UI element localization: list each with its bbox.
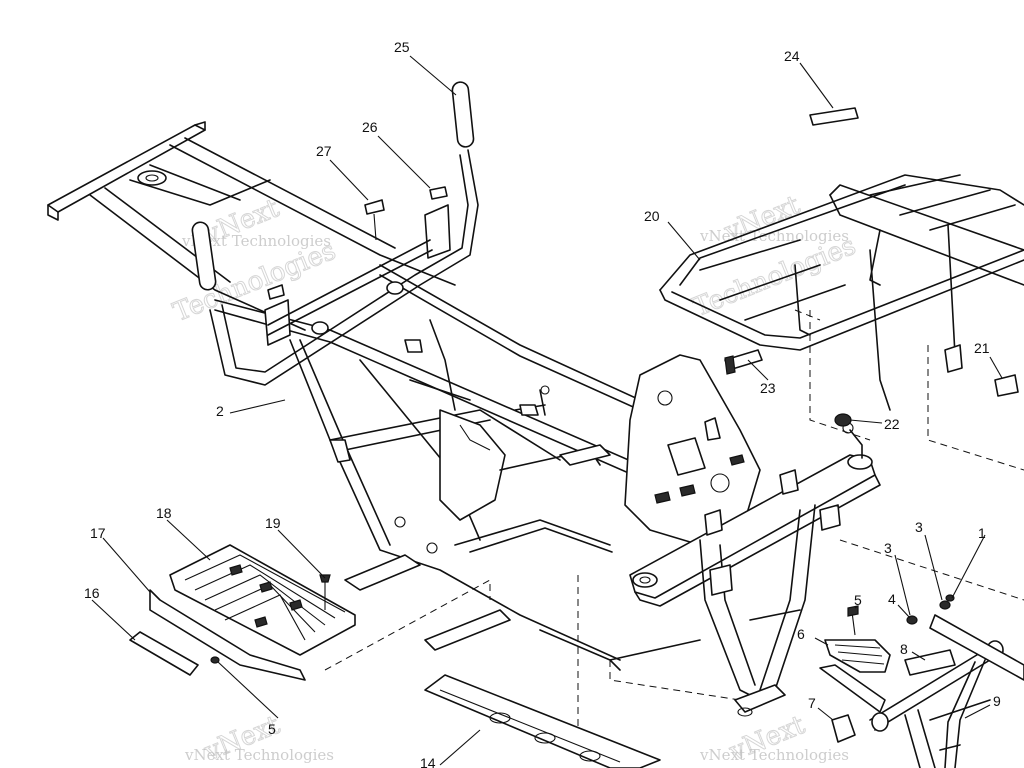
- grab-bar-assembly: [191, 81, 479, 386]
- callout-9: 9: [993, 693, 1001, 709]
- callout-5-left: 5: [268, 721, 276, 737]
- main-frame: [47, 121, 881, 717]
- rear-rack-20: [659, 107, 1024, 411]
- watermark-bottom-right: vNext vNext Technologies: [699, 709, 849, 768]
- decal-8: [904, 649, 956, 676]
- skid-plate-14: [424, 674, 661, 768]
- bolt-21: [994, 374, 1019, 397]
- footrest-18: [169, 544, 356, 656]
- decal-24: [809, 107, 859, 126]
- rear-step-assembly: [819, 594, 1024, 768]
- callout-22: 22: [884, 416, 900, 432]
- watermark-text: vNext Technologies: [699, 227, 849, 245]
- callout-20: 20: [644, 208, 660, 224]
- callout-7: 7: [808, 695, 816, 711]
- callout-23: 23: [760, 380, 776, 396]
- watermark-text: vNext Technologies: [184, 746, 334, 764]
- callout-1: 1: [978, 525, 986, 541]
- grip-25: [451, 81, 475, 148]
- nut-22: [834, 413, 852, 427]
- callout-25: 25: [394, 39, 410, 55]
- callout-17: 17: [90, 525, 106, 541]
- callout-19: 19: [265, 515, 281, 531]
- grip-left: [191, 221, 217, 291]
- callout-3-lower: 3: [884, 540, 892, 556]
- knob-27: [364, 199, 385, 215]
- strip-16: [129, 631, 199, 676]
- callout-27: 27: [316, 143, 332, 159]
- footrest-assembly: [129, 544, 356, 681]
- watermark-bottom-left: vNext vNext Technologies: [184, 709, 334, 768]
- callout-3-upper: 3: [915, 519, 923, 535]
- callout-21: 21: [974, 340, 990, 356]
- footrest-rail-17: [149, 589, 306, 681]
- callout-5-right: 5: [854, 592, 862, 608]
- callout-4: 4: [888, 591, 896, 607]
- callout-8: 8: [900, 641, 908, 657]
- callout-18: 18: [156, 505, 172, 521]
- plug-7: [831, 714, 856, 743]
- callout-labels: 25 26 27 2 24 20 23 21 22 18 17 19 16 5 …: [84, 39, 1001, 768]
- watermark-text: vNext Technologies: [699, 746, 849, 764]
- callout-14: 14: [420, 755, 436, 768]
- callout-2: 2: [216, 403, 224, 419]
- callout-6: 6: [797, 626, 805, 642]
- hardware: [724, 349, 1019, 427]
- knob-26: [429, 186, 448, 200]
- callout-16: 16: [84, 585, 100, 601]
- watermark-text: vNext Technologies: [181, 232, 331, 250]
- leader-lines: [91, 55, 1003, 766]
- callout-26: 26: [362, 119, 378, 135]
- callout-24: 24: [784, 48, 800, 64]
